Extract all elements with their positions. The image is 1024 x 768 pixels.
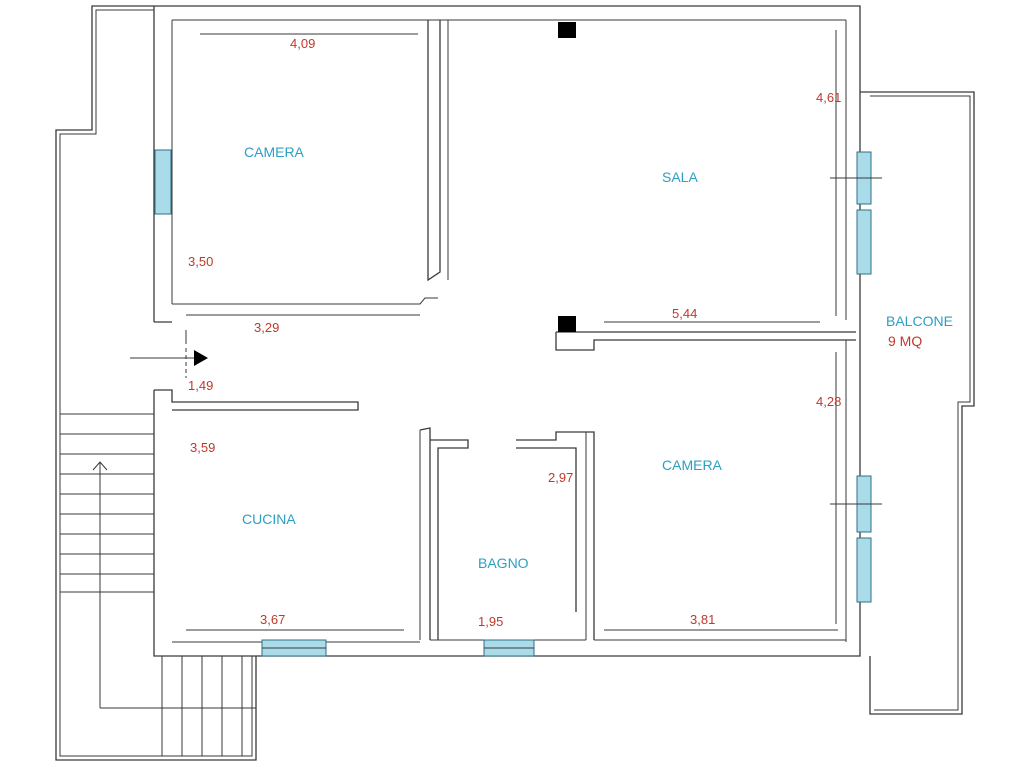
sala-walls xyxy=(447,20,856,351)
dimension-lines xyxy=(200,30,837,624)
stair-enclosure xyxy=(55,5,257,761)
dim-sala-width: 5,44 xyxy=(672,306,697,321)
dim-cucina-width: 3,67 xyxy=(260,612,285,627)
dim-camera-2-depth: 4,28 xyxy=(816,394,841,409)
dim-corridor-length: 3,29 xyxy=(254,320,279,335)
pillars xyxy=(558,22,576,332)
window-camera-left xyxy=(154,149,172,215)
balcone-outline xyxy=(860,91,975,715)
dim-bagno-depth: 2,97 xyxy=(548,470,573,485)
pillar-middle xyxy=(558,316,576,332)
left-stairs xyxy=(60,413,256,709)
camera-top-left-walls xyxy=(154,20,441,323)
pillar-top xyxy=(558,22,576,38)
room-label-cucina: CUCINA xyxy=(242,511,296,527)
outer-walls xyxy=(153,5,861,657)
balcone-area: 9 MQ xyxy=(888,333,922,349)
windows xyxy=(154,149,882,657)
dim-bagno-width: 1,95 xyxy=(478,614,503,629)
bottom-stairs xyxy=(161,656,243,756)
dim-sala-depth: 4,61 xyxy=(816,90,841,105)
dim-camera-1-depth: 3,50 xyxy=(188,254,213,269)
window-camera-lower xyxy=(856,537,872,603)
room-label-camera-2: CAMERA xyxy=(662,457,723,473)
dim-cucina-depth: 3,59 xyxy=(190,440,215,455)
arrow-right-icon xyxy=(130,348,208,378)
lower-walls xyxy=(154,330,846,641)
room-label-balcone: BALCONE xyxy=(886,313,953,329)
dim-camera-1-width: 4,09 xyxy=(290,36,315,51)
window-sala-lower xyxy=(856,209,872,275)
room-label-camera-1: CAMERA xyxy=(244,144,305,160)
dim-corridor-width: 1,49 xyxy=(188,378,213,393)
room-label-bagno: BAGNO xyxy=(478,555,529,571)
dim-camera-2-width: 3,81 xyxy=(690,612,715,627)
room-label-sala: SALA xyxy=(662,169,698,185)
